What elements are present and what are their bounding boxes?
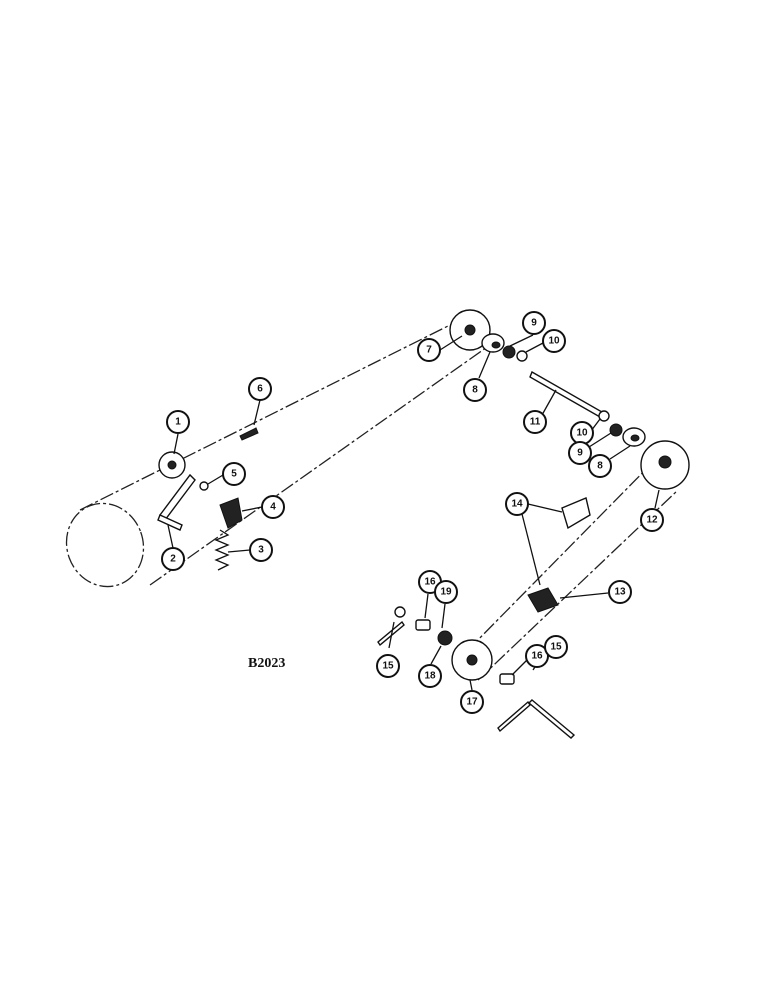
idler-bracket bbox=[219, 497, 243, 529]
callout-9-lower: 9 bbox=[568, 441, 592, 465]
tension-spring bbox=[214, 529, 230, 571]
bolt-15-right bbox=[497, 699, 576, 739]
svg-text:6: 6 bbox=[257, 384, 263, 395]
svg-text:8: 8 bbox=[472, 385, 478, 396]
svg-text:9: 9 bbox=[531, 318, 537, 329]
sprocket-upper bbox=[449, 309, 491, 351]
callout-1: 1 bbox=[166, 410, 190, 434]
figure-code: B2023 bbox=[248, 656, 285, 671]
collar-10-lower bbox=[598, 410, 610, 422]
callout-15-left: 15 bbox=[376, 654, 400, 678]
shaft-11 bbox=[529, 370, 603, 419]
callout-13: 13 bbox=[608, 580, 632, 604]
sprocket-right bbox=[640, 440, 690, 490]
bracket-14-upper bbox=[561, 497, 591, 530]
callout-18: 18 bbox=[418, 664, 442, 688]
callout-17: 17 bbox=[460, 690, 484, 714]
svg-text:10: 10 bbox=[576, 428, 588, 439]
svg-text:5: 5 bbox=[231, 469, 237, 480]
callout-19: 19 bbox=[434, 580, 458, 604]
svg-text:10: 10 bbox=[548, 336, 560, 347]
chain-link-6 bbox=[239, 427, 259, 441]
bushing-16-left bbox=[415, 619, 431, 631]
svg-text:16: 16 bbox=[424, 577, 436, 588]
svg-text:11: 11 bbox=[530, 417, 541, 428]
svg-text:7: 7 bbox=[426, 345, 432, 356]
sprocket-lower bbox=[451, 639, 493, 681]
callout-11: 11 bbox=[523, 410, 547, 434]
callout-8-upper: 8 bbox=[463, 378, 487, 402]
bracket-13 bbox=[527, 587, 559, 613]
callout-15-right: 15 bbox=[544, 635, 568, 659]
callout-12: 12 bbox=[640, 508, 664, 532]
bearing-9-upper bbox=[502, 345, 516, 359]
svg-text:17: 17 bbox=[466, 697, 478, 708]
bolt-15-left bbox=[377, 606, 406, 647]
svg-text:4: 4 bbox=[270, 502, 276, 513]
svg-text:2: 2 bbox=[170, 554, 176, 565]
washer-5 bbox=[199, 481, 209, 491]
svg-text:15: 15 bbox=[550, 642, 562, 653]
svg-text:18: 18 bbox=[424, 671, 436, 682]
bearing-flange-upper bbox=[481, 333, 505, 353]
callout-9-upper: 9 bbox=[522, 311, 546, 335]
svg-text:19: 19 bbox=[440, 587, 452, 598]
callout-10-lower: 10 bbox=[570, 421, 594, 445]
svg-text:14: 14 bbox=[511, 499, 523, 510]
chain-lower-right bbox=[467, 449, 679, 681]
sprocket-left bbox=[158, 451, 186, 479]
svg-text:8: 8 bbox=[597, 461, 603, 472]
svg-text:13: 13 bbox=[614, 587, 626, 598]
callout-10-upper: 10 bbox=[542, 329, 566, 353]
callout-7: 7 bbox=[417, 338, 441, 362]
svg-text:12: 12 bbox=[646, 515, 658, 526]
bearing-18 bbox=[437, 630, 453, 646]
svg-text:3: 3 bbox=[258, 545, 264, 556]
callout-3: 3 bbox=[249, 538, 273, 562]
bearing-flange-lower bbox=[622, 427, 646, 447]
bearing-9-lower bbox=[609, 423, 623, 437]
svg-text:1: 1 bbox=[175, 417, 181, 428]
callout-8-lower: 8 bbox=[588, 454, 612, 478]
callout-6: 6 bbox=[248, 377, 272, 401]
callout-2: 2 bbox=[161, 547, 185, 571]
bushing-16-right bbox=[499, 673, 515, 685]
callout-14: 14 bbox=[505, 492, 529, 516]
svg-text:16: 16 bbox=[531, 651, 543, 662]
collar-10-upper bbox=[516, 350, 528, 362]
crank-lever bbox=[157, 473, 196, 531]
chain-upper-left bbox=[65, 314, 491, 588]
svg-text:9: 9 bbox=[577, 448, 583, 459]
callout-5: 5 bbox=[222, 462, 246, 486]
svg-text:15: 15 bbox=[382, 661, 394, 672]
callout-16-right: 16 bbox=[525, 644, 549, 668]
callout-4: 4 bbox=[261, 495, 285, 519]
